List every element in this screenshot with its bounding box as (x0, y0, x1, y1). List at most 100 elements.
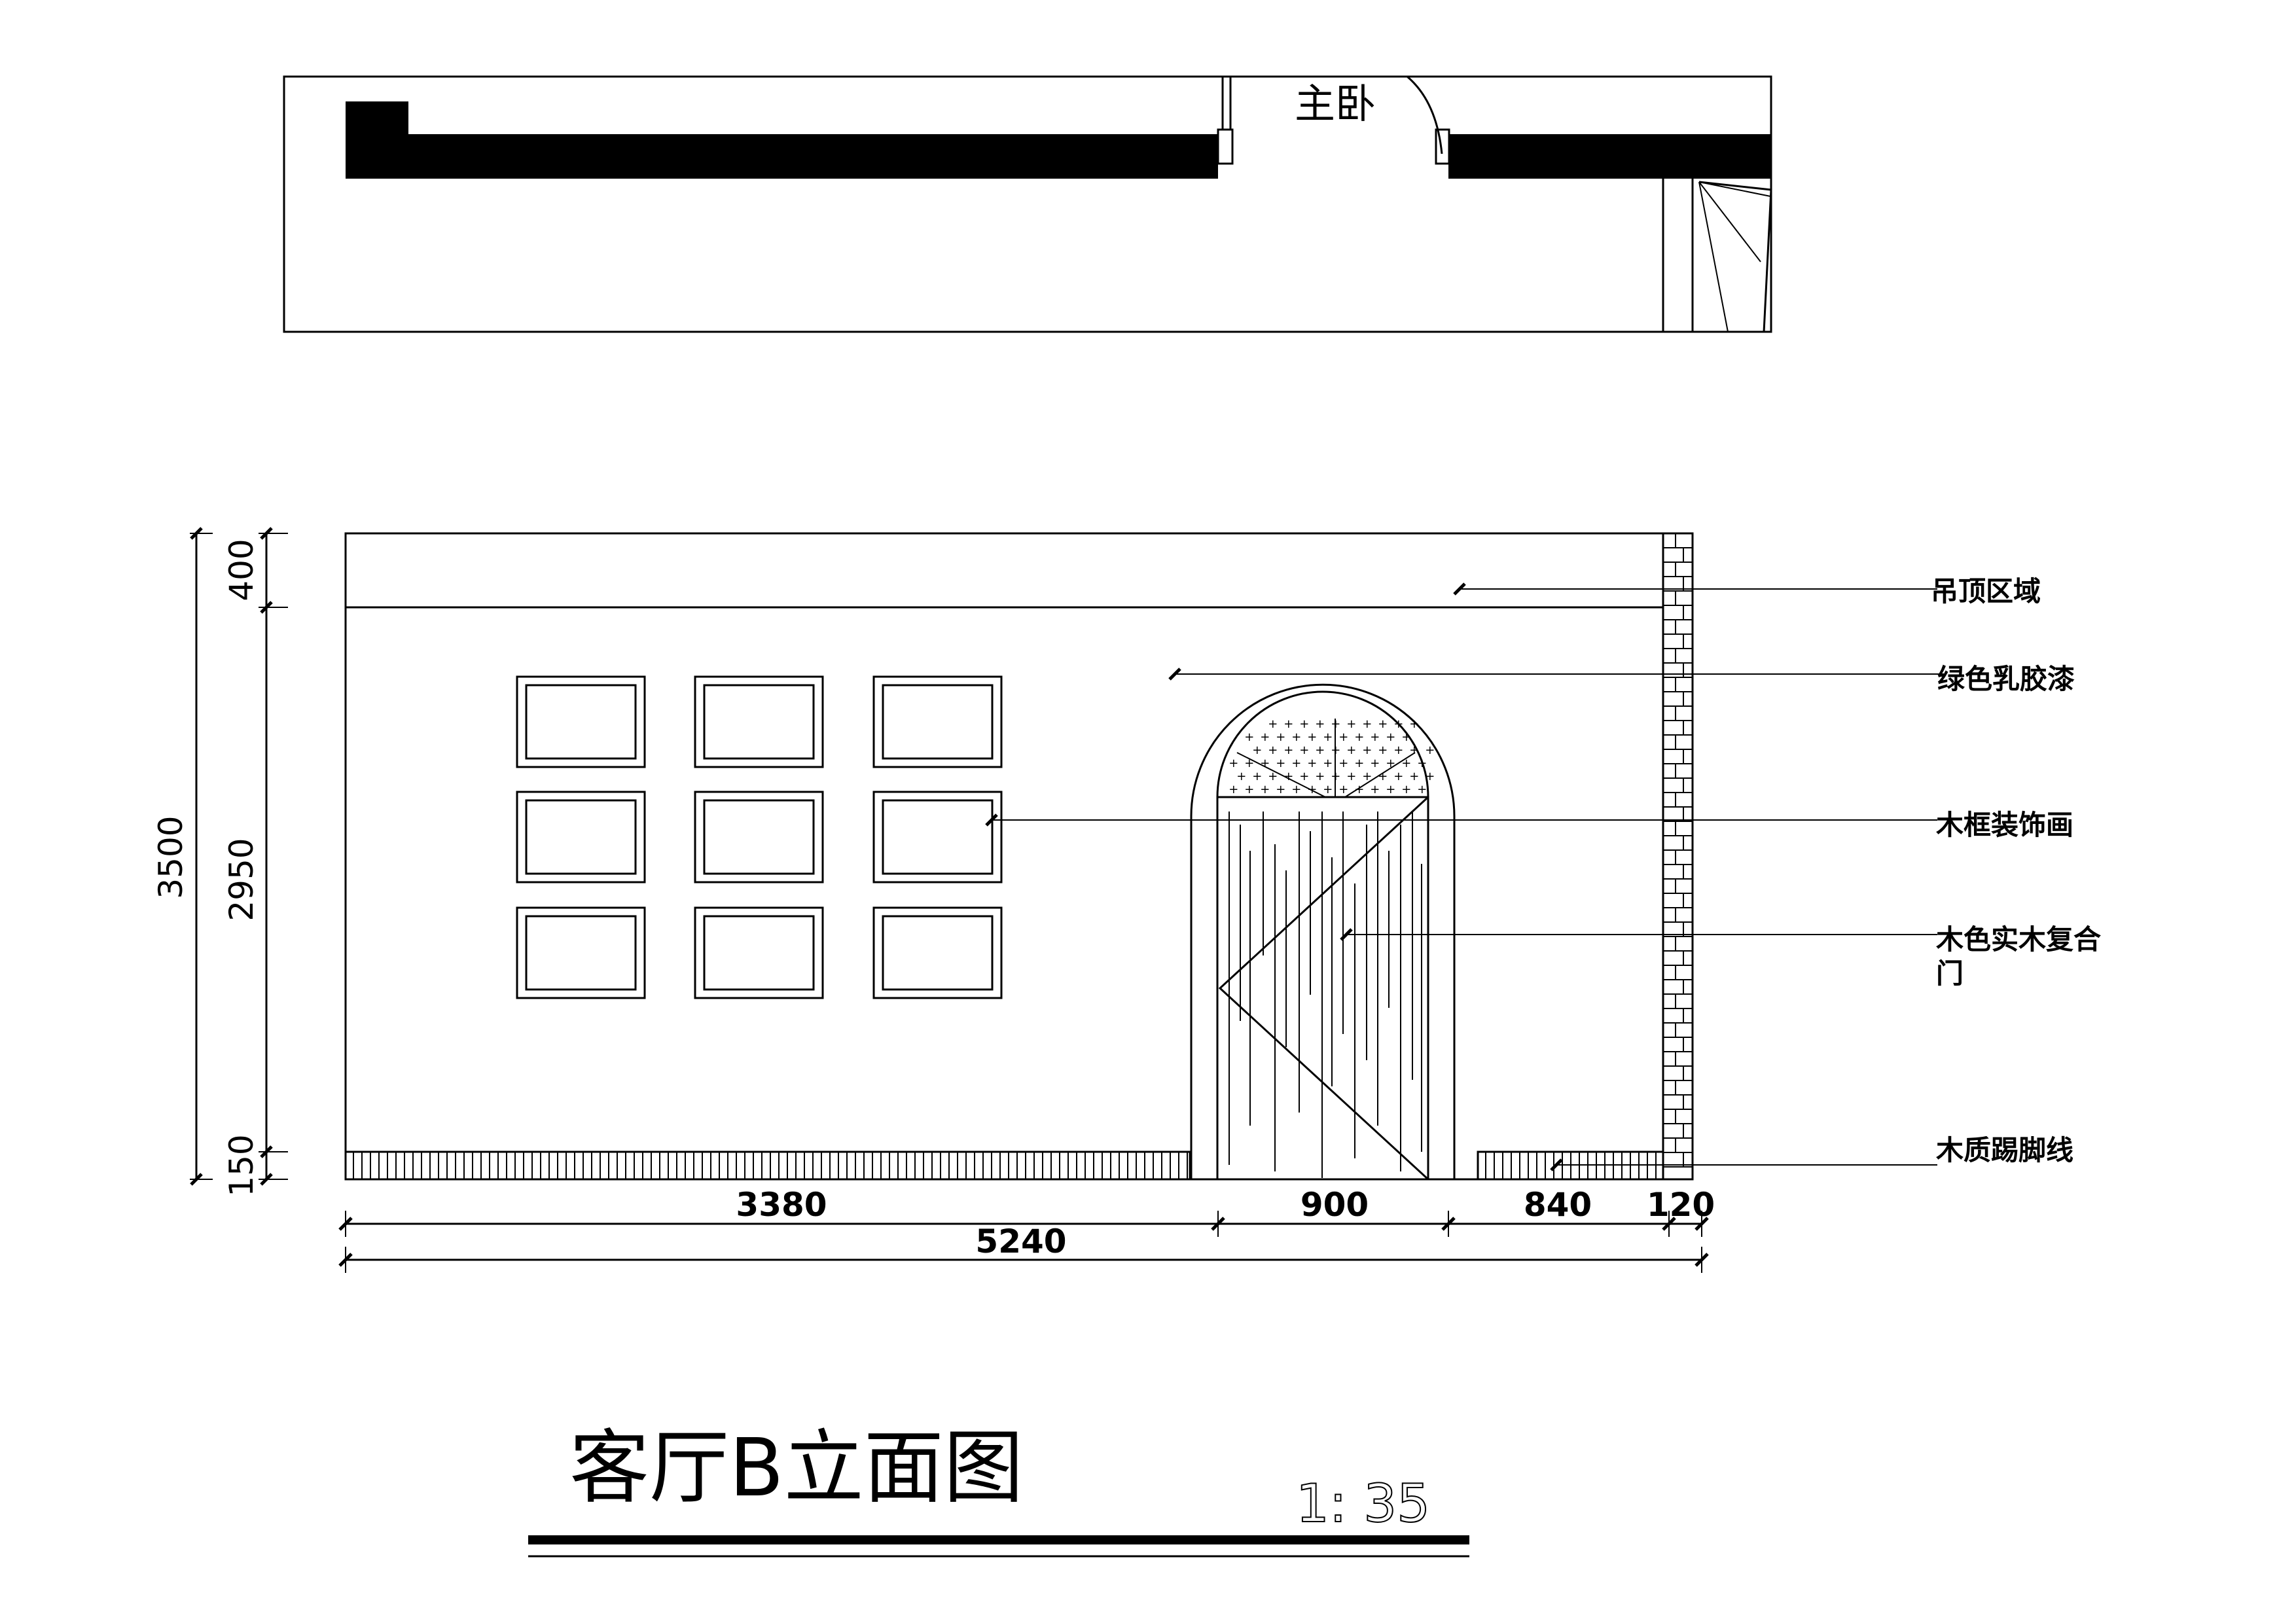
frame-inner (703, 799, 815, 875)
dim-skirting: 150 (223, 1134, 260, 1196)
leader-tick (1550, 1158, 1563, 1171)
door-arch-outer (1190, 683, 1456, 1179)
drawing-title: 客厅B立面图 (569, 1421, 1024, 1514)
transom-dot: + (1252, 743, 1262, 757)
leader-tick (985, 813, 998, 827)
brick-column (1662, 532, 1694, 1181)
dim-seg-4: 120 (1647, 1186, 1715, 1224)
transom-dot: + (1268, 743, 1278, 757)
frame-outer (516, 675, 646, 768)
door-wood-grain (1229, 812, 1422, 1178)
transom-dot: + (1417, 783, 1427, 796)
annotation-skirting: 木质踢脚线 (1936, 1134, 2073, 1166)
transom-dot: + (1283, 770, 1293, 783)
transom-dot: + (1291, 757, 1301, 770)
transom-dot: + (1283, 743, 1293, 757)
dim-ticks-horizontal (338, 1211, 1709, 1273)
door-leaf (1216, 796, 1429, 1181)
transom-dot: + (1307, 757, 1317, 770)
transom-dot: + (1425, 770, 1435, 783)
transom-dot: + (1323, 757, 1333, 770)
dim-tick (260, 1173, 273, 1186)
transom-dot: + (1401, 783, 1411, 796)
transom-dot: + (1283, 717, 1293, 731)
annotation-ceiling: 吊顶区域 (1931, 575, 2041, 607)
transom-dot: + (1260, 730, 1270, 744)
frame-outer (516, 791, 646, 883)
transom-dot: + (1276, 757, 1285, 770)
frame-inner (525, 799, 637, 875)
transom-dot: + (1315, 717, 1325, 731)
dim-vertical-total: 3500 (152, 815, 190, 899)
dim-tick (260, 527, 273, 540)
door-swing-arc (1407, 75, 1443, 154)
transom-dot: + (1378, 743, 1388, 757)
plan-view: 主卧 (283, 75, 1772, 333)
door-swing-indicator (1218, 796, 1429, 1181)
transom-dot: + (1244, 757, 1254, 770)
transom-dot: + (1354, 783, 1364, 796)
transom-dot: + (1401, 757, 1411, 770)
transom-dot: + (1409, 743, 1419, 757)
dim-seg-2: 900 (1300, 1186, 1369, 1224)
drawing-scale: 1: 35 (1296, 1473, 1430, 1534)
transom-dot: + (1260, 783, 1270, 796)
door-jamb-left (1217, 128, 1234, 165)
transom-dot: + (1331, 743, 1340, 757)
transom-dot: + (1362, 770, 1372, 783)
transom-dot: + (1299, 717, 1309, 731)
frame-outer (872, 906, 1003, 999)
door-jamb-right (1435, 128, 1450, 165)
dim-seg-1: 3380 (736, 1186, 827, 1224)
frame-outer (516, 906, 646, 999)
plan-room-label: 主卧 (1295, 80, 1376, 128)
transom-dot: + (1315, 743, 1325, 757)
annotation-door-2: 门 (1936, 957, 1964, 990)
transom-dot: + (1299, 743, 1309, 757)
transom-dot: + (1354, 757, 1364, 770)
plan-outline (283, 75, 1772, 333)
transom-dot: + (1346, 717, 1356, 731)
transom-dot: + (1276, 730, 1285, 744)
transom-dot: + (1299, 770, 1309, 783)
transom-dot: + (1370, 757, 1380, 770)
transom-dot: + (1307, 783, 1317, 796)
frame-outer (694, 906, 824, 999)
transom-dot: + (1370, 730, 1380, 744)
transom-dot: + (1331, 770, 1340, 783)
transom-dot: + (1362, 743, 1372, 757)
transom-dot: + (1244, 730, 1254, 744)
transom-dot: + (1338, 730, 1348, 744)
brick-courses (1663, 533, 1693, 1168)
dim-tick (190, 1173, 203, 1186)
transom-dot: + (1370, 783, 1380, 796)
frame-inner (882, 684, 994, 760)
transom-dot: + (1268, 770, 1278, 783)
transom-dot: + (1393, 743, 1403, 757)
transom-dot: + (1346, 743, 1356, 757)
wall-outline (344, 532, 1664, 1181)
frame-inner (525, 915, 637, 991)
transom-dot: + (1338, 783, 1348, 796)
frame-inner (703, 915, 815, 991)
transom-dot: + (1425, 743, 1435, 757)
transom-dot: + (1393, 717, 1403, 731)
dim-seg-3: 840 (1524, 1186, 1592, 1224)
plan-wall-right (1448, 134, 1771, 179)
annotation-door-1: 木色实木复合 (1936, 923, 2101, 955)
annotation-paint: 绿色乳胶漆 (1937, 663, 2075, 695)
leader-tick (1168, 668, 1181, 681)
skirting-left (344, 1150, 1191, 1181)
title-underline-thick (528, 1535, 1469, 1544)
transom-dot: + (1393, 770, 1403, 783)
transom-dot: + (1229, 757, 1238, 770)
wood-frame-paintings (516, 675, 1003, 999)
transom-dot: + (1323, 730, 1333, 744)
transom-dot: + (1386, 757, 1395, 770)
transom-dot: + (1260, 757, 1270, 770)
transom-dot: + (1409, 770, 1419, 783)
leader-tick (1340, 928, 1353, 941)
transom-glass-pattern: ++++++++++++++++++++++++++++++++++++++++… (1229, 717, 1435, 796)
frame-outer (694, 675, 824, 768)
transom-dot: + (1252, 770, 1262, 783)
